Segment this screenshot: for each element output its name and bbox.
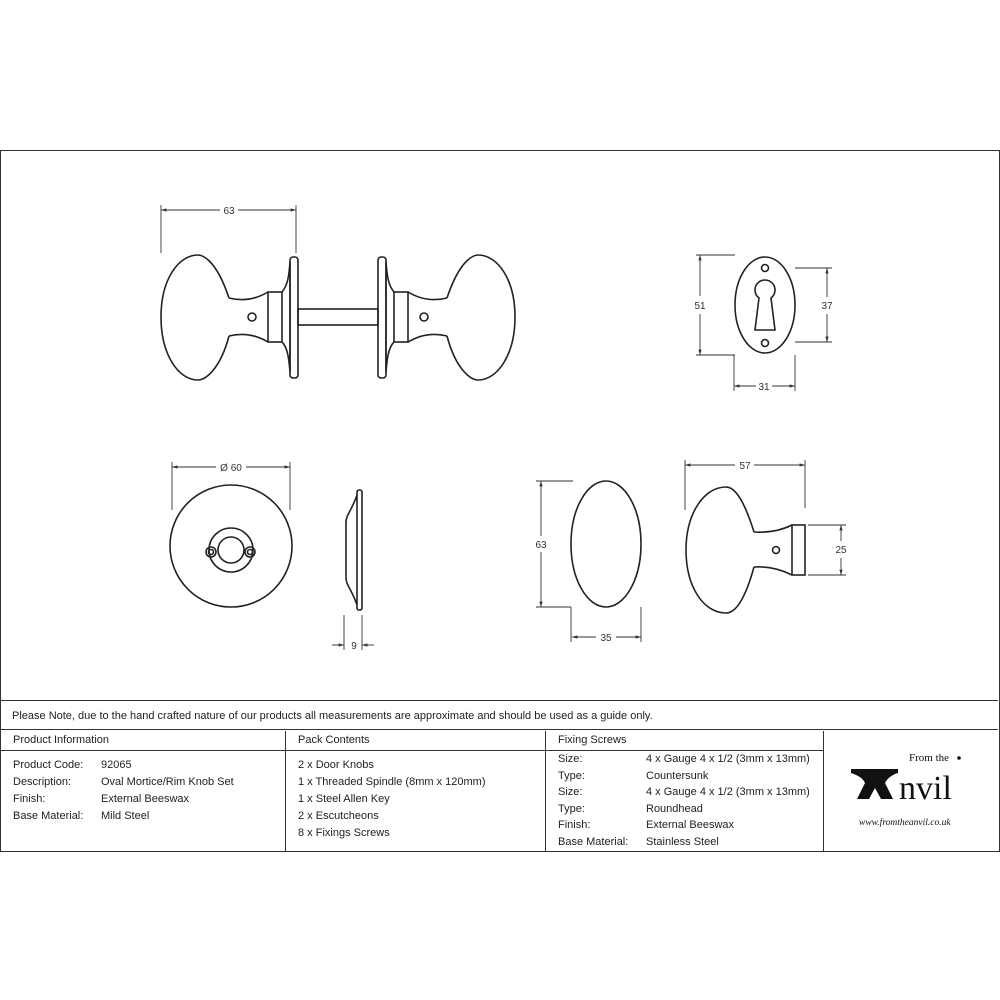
dim-label: 25 [835, 545, 847, 556]
dim-label: 35 [600, 633, 612, 644]
dim-knob-front: 63 35 [535, 480, 642, 644]
value: External Beeswax [646, 819, 735, 832]
label: Type: [558, 802, 585, 815]
value: External Beeswax [101, 793, 190, 805]
dim-escutcheon: 51 37 31 [694, 254, 833, 393]
value: Roundhead [646, 802, 703, 815]
label: Finish: [13, 793, 46, 805]
measurement-note: Please Note, due to the hand crafted nat… [0, 700, 998, 730]
dim-label: 31 [758, 382, 770, 393]
pack-item: 8 x Fixings Screws [298, 827, 390, 839]
screw-row: Type: Roundhead [558, 801, 823, 818]
info-row: Base Material: Mild Steel [13, 808, 285, 825]
knob-front-view [570, 480, 642, 608]
screw-row: Finish: External Beeswax [558, 817, 823, 834]
value: Countersunk [646, 769, 709, 782]
screw-row: Size: 4 x Gauge 4 x 1/2 (3mm x 13mm) [558, 784, 823, 801]
dim-label: 57 [739, 461, 751, 472]
label: Description: [13, 776, 72, 788]
logo-top-text: From the [909, 752, 949, 764]
pack-item: 2 x Escutcheons [298, 810, 379, 822]
technical-drawing: 63 51 37 31 Ø 60 9 63 [160, 205, 847, 652]
dim-rose-depth: 9 [332, 615, 374, 652]
pack-item: 1 x Steel Allen Key [298, 793, 390, 805]
pack-contents-panel: Pack Contents 2 x Door Knobs 1 x Threade… [286, 731, 546, 851]
rose-front-view [169, 484, 293, 608]
value: Mild Steel [101, 810, 150, 822]
screw-row: Base Material: Stainless Steel [558, 834, 823, 851]
value: 4 x Gauge 4 x 1/2 (3mm x 13mm) [646, 786, 810, 799]
info-row: Description: Oval Mortice/Rim Knob Set [13, 774, 285, 791]
fixing-screws-panel: Fixing Screws Size: 4 x Gauge 4 x 1/2 (3m… [546, 731, 824, 851]
label: Base Material: [558, 835, 629, 848]
rose-side-view [345, 489, 363, 611]
dim-label: 37 [821, 301, 833, 312]
pack-item: 1 x Threaded Spindle (8mm x 120mm) [298, 776, 486, 788]
pack-item: 2 x Door Knobs [298, 759, 374, 771]
info-row: Finish: External Beeswax [13, 791, 285, 808]
dim-label: 51 [694, 301, 706, 312]
from-the-anvil-logo: From the nvil www.fromtheanvil.co.uk [823, 731, 999, 851]
product-information-panel: Product Information Product Code: 92065 D… [0, 731, 286, 851]
value: Stainless Steel [646, 835, 719, 848]
label: Size: [558, 753, 583, 765]
dim-knob-set-width: 63 [160, 205, 297, 253]
logo-url: www.fromtheanvil.co.uk [859, 817, 951, 828]
value: 4 x Gauge 4 x 1/2 (3mm x 13mm) [646, 753, 810, 765]
label: Size: [558, 786, 583, 799]
screw-row: Type: Countersunk [558, 768, 823, 785]
escutcheon-front-view [734, 256, 796, 354]
label: Type: [558, 769, 585, 782]
dim-rose-diameter: Ø 60 [171, 462, 291, 510]
screw-row: Size: 4 x Gauge 4 x 1/2 (3mm x 13mm) [558, 751, 823, 768]
knob-set-side-view [160, 254, 516, 381]
dim-label: 63 [535, 540, 547, 551]
value: Oval Mortice/Rim Knob Set [101, 776, 234, 788]
dim-label: Ø 60 [220, 463, 242, 474]
dim-label: 63 [223, 206, 235, 217]
value: 92065 [101, 759, 132, 771]
label: Finish: [558, 819, 591, 832]
dim-label: 9 [351, 641, 357, 652]
dim-knob-side: 57 25 [684, 460, 847, 576]
knob-side-view [685, 486, 806, 614]
panel-header: Pack Contents [286, 731, 545, 751]
logo-main-text: nvil [899, 770, 952, 807]
panel-header: Fixing Screws [546, 731, 823, 751]
label: Product Code: [13, 759, 84, 771]
anvil-icon [851, 769, 898, 799]
info-row: Product Code: 92065 [13, 757, 285, 774]
label: Base Material: [13, 810, 84, 822]
panel-header: Product Information [1, 731, 285, 751]
